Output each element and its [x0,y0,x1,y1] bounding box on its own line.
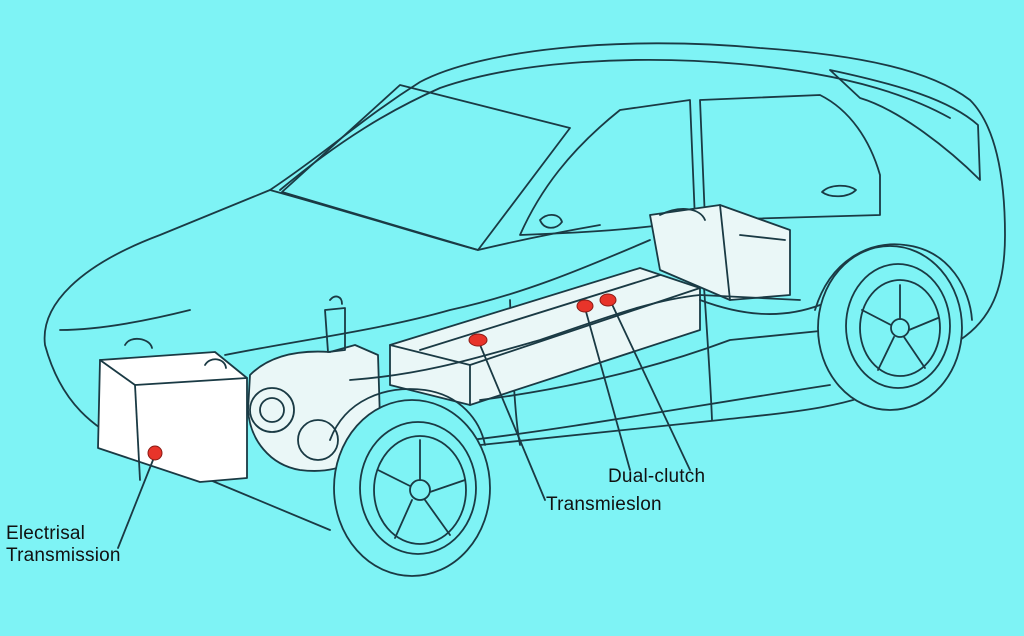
red-dot-marker [147,445,163,461]
rear-side-window [699,94,881,221]
battery-icon [97,338,248,483]
transmission-tunnel [389,267,701,406]
rear-wheel [817,245,963,411]
red-dot-marker [468,333,488,347]
windshield [281,84,571,251]
leader-dual-clutch-a [584,307,631,471]
front-side-window [519,99,696,236]
leader-electrical [117,454,156,549]
roof-line [279,59,951,191]
label-electrical-transmission: Electrisal Transmission [6,523,121,567]
headlight [59,309,191,331]
rear-motor-unit [649,204,791,301]
red-dot-marker [599,293,617,307]
cable-upper [224,239,651,356]
label-transmission: Transmieslon [546,494,662,515]
door-handle [821,184,857,198]
wheel-arch-front [329,388,486,446]
sill-line [469,384,831,441]
exhaust-line [479,329,831,401]
wheel-arch-rear [814,243,973,321]
label-electrical-line2: Transmission [6,545,121,566]
cable-rear [699,299,821,315]
leader-transmission [477,339,546,501]
rear-window [829,69,981,181]
leader-dual-clutch-b [609,299,691,471]
red-dot-marker [576,299,594,313]
label-dual-clutch: Dual-clutch [608,466,706,487]
cable-lower [349,294,801,381]
label-electrical-line1: Electrisal [6,523,86,544]
hood-line [269,189,601,251]
wheel-icon [333,399,491,577]
mirror [539,214,563,229]
